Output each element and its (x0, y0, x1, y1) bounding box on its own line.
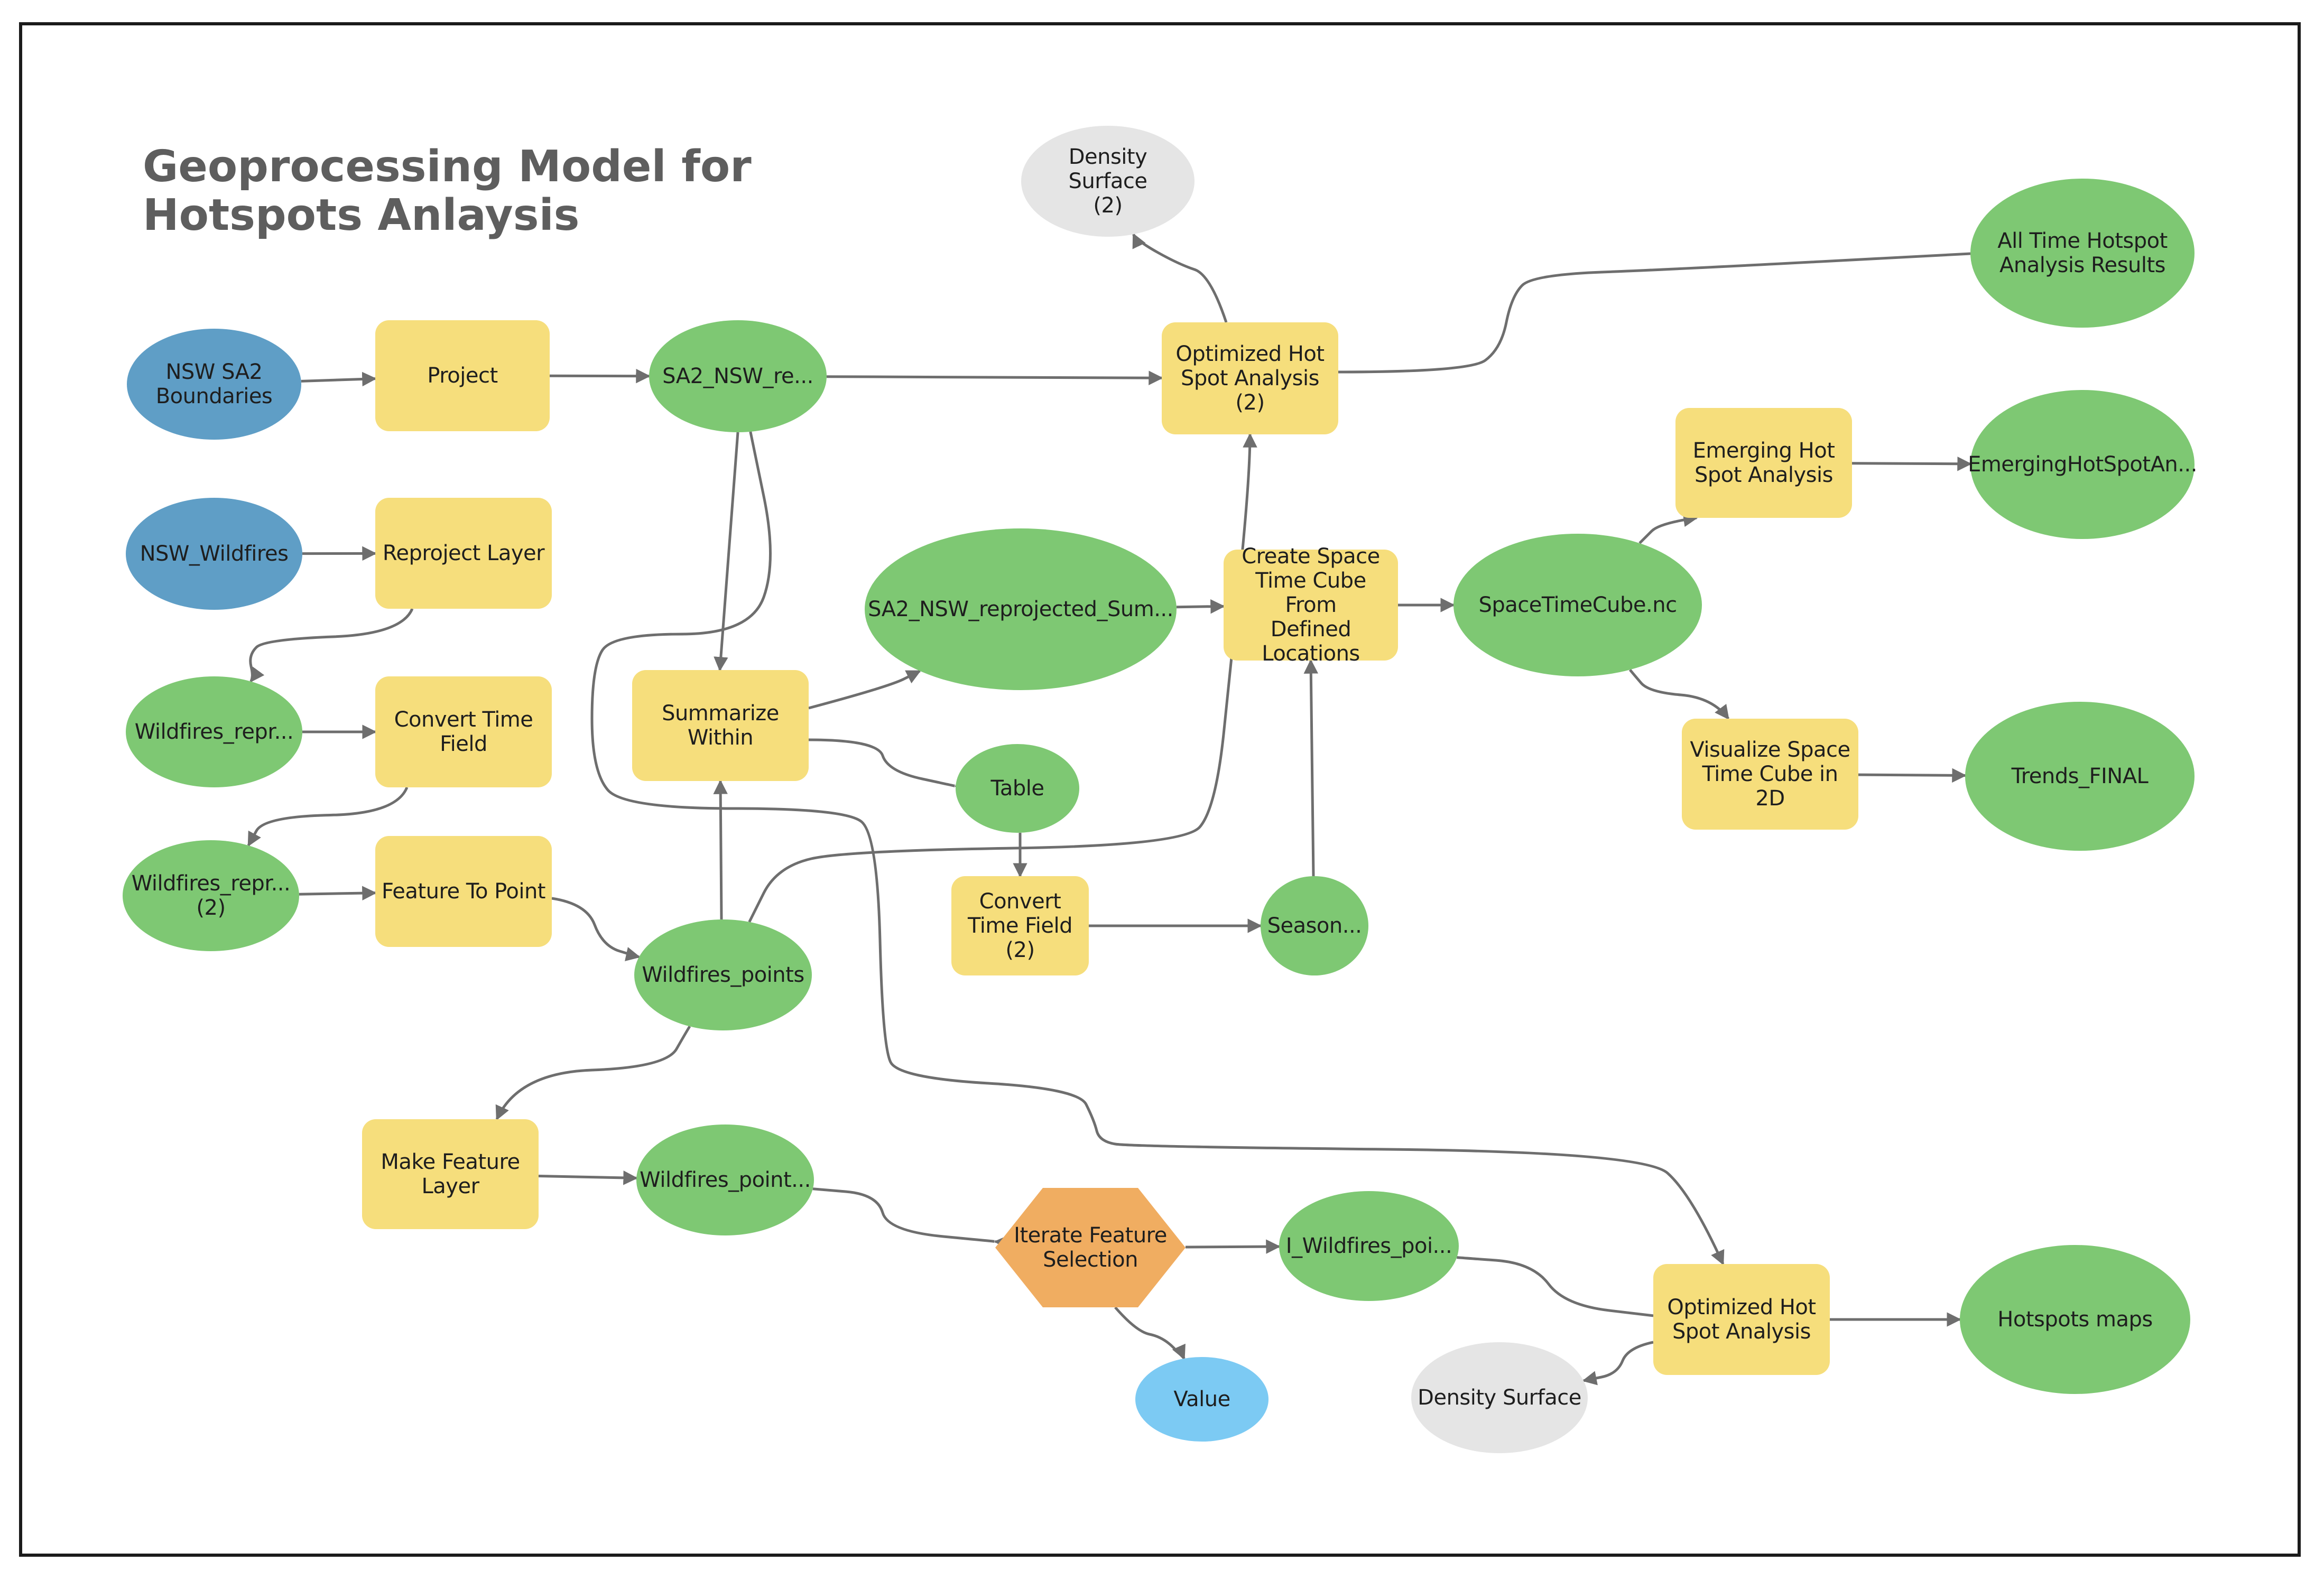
connector-nsw-sa2-to-project (301, 371, 377, 387)
node-density-surface[interactable]: Density Surface (1411, 1342, 1588, 1453)
node-emerging-output[interactable]: EmergingHotSpotAn... (1968, 390, 2197, 539)
node-sa2-summary[interactable]: SA2_NSW_reprojected_Sum... (865, 528, 1177, 690)
connector-sa2-nsw-re-to-summarize-within (714, 432, 739, 672)
node-wildfires-repr-2[interactable]: Wildfires_repr... (2) (123, 840, 299, 951)
node-iterate-feature-selection[interactable]: Iterate Feature Selection (995, 1188, 1186, 1307)
connector-wildfires-points-to-summarize-within (713, 779, 728, 920)
connector-make-feature-layer-to-wildfires-point-layer (538, 1170, 638, 1185)
node-hotspots-maps[interactable]: Hotspots maps (1960, 1245, 2190, 1394)
connector-summarize-within-to-sa2-summary (808, 670, 921, 710)
node-sa2-nsw-re[interactable]: SA2_NSW_re... (649, 320, 827, 432)
node-project[interactable]: Project (375, 320, 550, 431)
node-visualize-space-time[interactable]: Visualize Space Time Cube in 2D (1682, 719, 1858, 830)
connector-reproject-layer-to-wildfires-repr (249, 608, 414, 683)
node-nsw-sa2[interactable]: NSW SA2 Boundaries (127, 329, 301, 440)
diagram-title: Geoprocessing Model for Hotspots Anlaysi… (143, 143, 777, 240)
connector-feature-to-point-to-wildfires-points (551, 897, 641, 962)
connector-wildfires-points-to-make-feature-layer (495, 1025, 691, 1121)
node-wildfires-points[interactable]: Wildfires_points (634, 919, 812, 1030)
connector-emerging-hot-spot-to-emerging-output (1851, 457, 1972, 471)
connector-convert-time-field-to-wildfires-repr-2 (247, 786, 409, 847)
node-table[interactable]: Table (956, 744, 1079, 833)
connector-sa2-summary-to-create-space-time-cube (1176, 599, 1225, 614)
diagram-title-line-1: Geoprocessing Model for (143, 142, 752, 192)
connector-optimized-hot-spot-to-density-surface (1582, 1341, 1654, 1386)
node-season[interactable]: Season... (1261, 876, 1368, 975)
diagram-frame (19, 22, 2301, 1557)
connector-sa2-nsw-re-to-optimized-hot-spot-2 (826, 370, 1163, 385)
connector-optimized-hot-spot-2-to-all-time-results (1338, 246, 1984, 374)
node-feature-to-point[interactable]: Feature To Point (375, 836, 552, 947)
node-value[interactable]: Value (1135, 1357, 1269, 1442)
node-create-space-time-cube[interactable]: Create Space Time Cube From Defined Loca… (1224, 544, 1398, 666)
connector-season-to-create-space-time-cube (1303, 659, 1319, 877)
connector-space-time-cube-to-emerging-hot-spot (1638, 512, 1698, 544)
diagram-title-line-2: Hotspots Anlaysis (143, 190, 580, 240)
node-optimized-hot-spot[interactable]: Optimized Hot Spot Analysis (1653, 1264, 1830, 1375)
node-space-time-cube[interactable]: SpaceTimeCube.nc (1453, 534, 1702, 676)
node-reproject-layer[interactable]: Reproject Layer (375, 498, 552, 609)
connector-wildfires-point-layer-to-iterate-feature-selection (812, 1187, 1009, 1250)
node-emerging-hot-spot[interactable]: Emerging Hot Spot Analysis (1675, 408, 1852, 518)
node-wildfires-point-layer[interactable]: Wildfires_point... (636, 1124, 814, 1235)
connector-i-wildfires-poi-to-optimized-hot-spot (1456, 1256, 1667, 1324)
node-nsw-wildfires[interactable]: NSW_Wildfires (126, 498, 302, 610)
node-optimized-hot-spot-2[interactable]: Optimized Hot Spot Analysis (2) (1162, 322, 1338, 434)
connector-optimized-hot-spot-2-to-density-surface-2 (1132, 233, 1228, 323)
node-all-time-results[interactable]: All Time Hotspot Analysis Results (1970, 179, 2195, 328)
connector-wildfires-repr-2-to-feature-to-point (299, 886, 377, 900)
node-i-wildfires-poi[interactable]: I_Wildfires_poi... (1279, 1191, 1459, 1301)
node-convert-time-field-2[interactable]: Convert Time Field (2) (951, 876, 1089, 975)
node-wildfires-repr[interactable]: Wildfires_repr... (126, 676, 302, 787)
connector-space-time-cube-to-visualize-space-time (1628, 668, 1729, 720)
node-make-feature-layer[interactable]: Make Feature Layer (362, 1119, 539, 1229)
node-density-surface-2[interactable]: Density Surface (2) (1021, 126, 1195, 237)
connector-iterate-feature-selection-to-value (1114, 1306, 1186, 1360)
node-summarize-within[interactable]: Summarize Within (632, 670, 809, 781)
connector-summarize-within-to-table (808, 738, 969, 794)
node-trends-final[interactable]: Trends_FINAL (1965, 702, 2195, 851)
connector-sa2-nsw-re-to-optimized-hot-spot (590, 431, 1725, 1266)
node-convert-time-field[interactable]: Convert Time Field (375, 676, 552, 787)
